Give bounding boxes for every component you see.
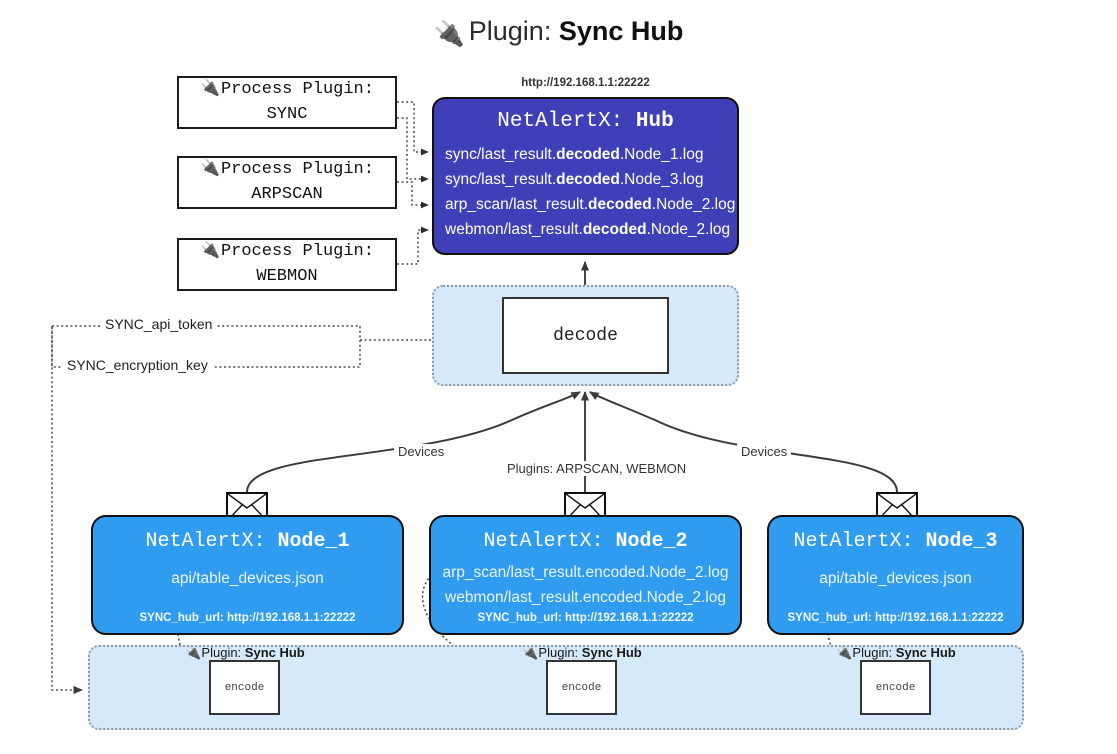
encoder-plugin-name: Sync Hub [895, 645, 956, 660]
hub-log-row: sync/last_result.decoded.Node_3.log [445, 167, 737, 192]
encoder-plugin-prefix: Plugin: [538, 645, 579, 660]
node-node-3[interactable]: NetAlertX: Node_3 api/table_devices.json… [767, 515, 1024, 635]
process-plugin-label: Process Plugin: [220, 80, 374, 100]
node-title-name: Node_1 [277, 530, 350, 553]
page-title-prefix: Plugin: [468, 16, 552, 46]
plug-icon: 🔌 [200, 80, 220, 98]
log-emphasis: decoded [588, 196, 652, 214]
node-node-2[interactable]: NetAlertX: Node_2 arp_scan/last_result.e… [429, 515, 742, 635]
process-plugin-name: WEBMON [256, 266, 318, 286]
encoder-plugin-name: Sync Hub [581, 645, 642, 660]
node-title-prefix: NetAlertX: [145, 530, 266, 553]
node-node-1[interactable]: NetAlertX: Node_1 api/table_devices.json… [91, 515, 404, 635]
node-resource-line: arp_scan/last_result.encoded.Node_2.log [442, 564, 729, 581]
plug-icon: 🔌 [185, 645, 202, 660]
hub-title-prefix: NetAlertX: [497, 110, 624, 133]
encode-box-node-3[interactable]: encode [860, 660, 931, 715]
node-title-name: Node_2 [615, 530, 688, 553]
process-plugin-webmon[interactable]: 🔌Process Plugin: WEBMON [177, 238, 397, 291]
log-prefix: sync/last_result. [445, 171, 557, 189]
encoder-plugin-label: 🔌Plugin: Sync Hub [512, 645, 652, 661]
page-title: 🔌Plugin: Sync Hub [0, 16, 1117, 49]
process-plugin-arpscan[interactable]: 🔌Process Plugin: ARPSCAN [177, 156, 397, 209]
plug-icon: 🔌 [200, 242, 220, 260]
node-resource-line: api/table_devices.json [819, 570, 972, 587]
node-hub-url: SYNC_hub_url: http://192.168.1.1:22222 [139, 612, 356, 624]
plug-icon: 🔌 [836, 645, 853, 660]
hub-title-name: Hub [635, 110, 674, 133]
node-title-prefix: NetAlertX: [793, 530, 914, 553]
log-emphasis: decoded [556, 146, 620, 163]
encoder-plugin-label: 🔌Plugin: Sync Hub [175, 645, 315, 661]
hub-log-row: sync/last_result.decoded.Node_1.log [445, 142, 737, 167]
plug-icon: 🔌 [433, 20, 465, 48]
plug-icon: 🔌 [200, 160, 220, 178]
log-emphasis: decoded [556, 171, 620, 189]
node-title-prefix: NetAlertX: [483, 530, 604, 553]
sync-api-token-label: SYNC_api_token [100, 316, 218, 332]
log-prefix: webmon/last_result. [445, 221, 583, 239]
process-plugin-label: Process Plugin: [220, 160, 374, 180]
log-suffix: .Node_2.log [651, 196, 736, 214]
log-emphasis: decoded [582, 221, 647, 239]
edge-label-plugins: Plugins: ARPSCAN, WEBMON [503, 461, 691, 476]
log-suffix: .Node_1.log [619, 146, 704, 163]
process-plugin-label: Process Plugin: [220, 242, 374, 262]
encoder-plugin-prefix: Plugin: [852, 645, 893, 660]
log-prefix: arp_scan/last_result. [445, 196, 589, 214]
node-resource-line: webmon/last_result.encoded.Node_2.log [445, 588, 726, 606]
hub-log-row: webmon/last_result.decoded.Node_2.log [445, 217, 737, 242]
hub-log-list: sync/last_result.decoded.Node_1.log sync… [434, 142, 737, 242]
process-plugin-name: SYNC [266, 104, 308, 124]
decode-box[interactable]: decode [502, 297, 669, 374]
node-title: NetAlertX: Node_3 [769, 530, 1022, 553]
node-title: NetAlertX: Node_1 [93, 530, 402, 553]
process-plugin-name: ARPSCAN [251, 184, 323, 204]
node-title: NetAlertX: Node_2 [431, 530, 740, 553]
log-suffix: .Node_2.log [646, 221, 731, 239]
hub-title: NetAlertX: Hub [434, 110, 737, 133]
node-hub-url: SYNC_hub_url: http://192.168.1.1:22222 [787, 612, 1004, 624]
sync-encryption-key-label: SYNC_encryption_key [62, 357, 213, 373]
encoder-plugin-name: Sync Hub [244, 645, 305, 660]
hub-log-row: arp_scan/last_result.decoded.Node_2.log [445, 192, 737, 217]
log-suffix: .Node_3.log [619, 171, 704, 189]
edge-label-devices-left: Devices [394, 444, 449, 459]
node-hub-url: SYNC_hub_url: http://192.168.1.1:22222 [477, 612, 694, 624]
hub-node[interactable]: NetAlertX: Hub sync/last_result.decoded.… [432, 97, 739, 255]
node-resource-line: api/table_devices.json [171, 570, 324, 587]
log-prefix: sync/last_result. [445, 146, 557, 163]
node-title-name: Node_3 [925, 530, 998, 553]
plug-icon: 🔌 [522, 645, 539, 660]
hub-url-label: http://192.168.1.1:22222 [521, 77, 650, 89]
encoder-plugin-label: 🔌Plugin: Sync Hub [826, 645, 966, 661]
page-title-name: Sync Hub [558, 16, 684, 46]
encoder-plugin-prefix: Plugin: [201, 645, 242, 660]
edge-label-devices-right: Devices [737, 444, 792, 459]
encode-box-node-2[interactable]: encode [546, 660, 617, 715]
process-plugin-sync[interactable]: 🔌Process Plugin: SYNC [177, 76, 397, 129]
encode-box-node-1[interactable]: encode [209, 660, 280, 715]
